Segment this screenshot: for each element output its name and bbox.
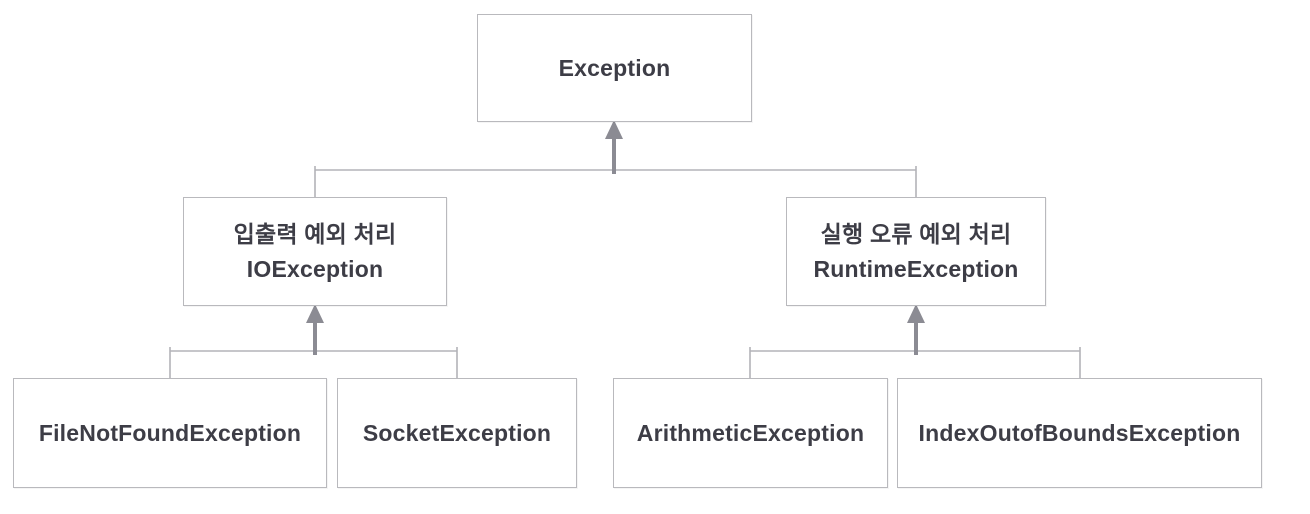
node-socketexception-label: SocketException [362,419,552,446]
node-runtimeexception-label: RuntimeException [813,255,1019,282]
node-filenotfoundexception-label: FileNotFoundException [38,419,302,446]
node-exception-label: Exception [558,54,671,81]
arrow-up-icon [306,304,324,323]
connector-root-branch [314,120,917,197]
node-indexoutofboundsexception-label: IndexOutofBoundsException [918,419,1241,446]
node-exception: Exception [477,14,752,122]
connector-io-branch [169,304,458,378]
node-arithmeticexception: ArithmeticException [613,378,888,488]
node-runtimeexception-label-korean: 실행 오류 예외 처리 [820,220,1012,247]
node-runtimeexception: 실행 오류 예외 처리 RuntimeException [786,197,1046,306]
node-ioexception-label: IOException [246,255,384,282]
node-socketexception: SocketException [337,378,577,488]
arrow-up-icon [907,304,925,323]
node-filenotfoundexception: FileNotFoundException [13,378,327,488]
node-ioexception-label-korean: 입출력 예외 처리 [233,220,397,247]
node-arithmeticexception-label: ArithmeticException [636,419,865,446]
arrow-up-icon [605,120,623,139]
node-indexoutofboundsexception: IndexOutofBoundsException [897,378,1262,488]
node-ioexception: 입출력 예외 처리 IOException [183,197,447,306]
connector-runtime-branch [749,304,1081,378]
